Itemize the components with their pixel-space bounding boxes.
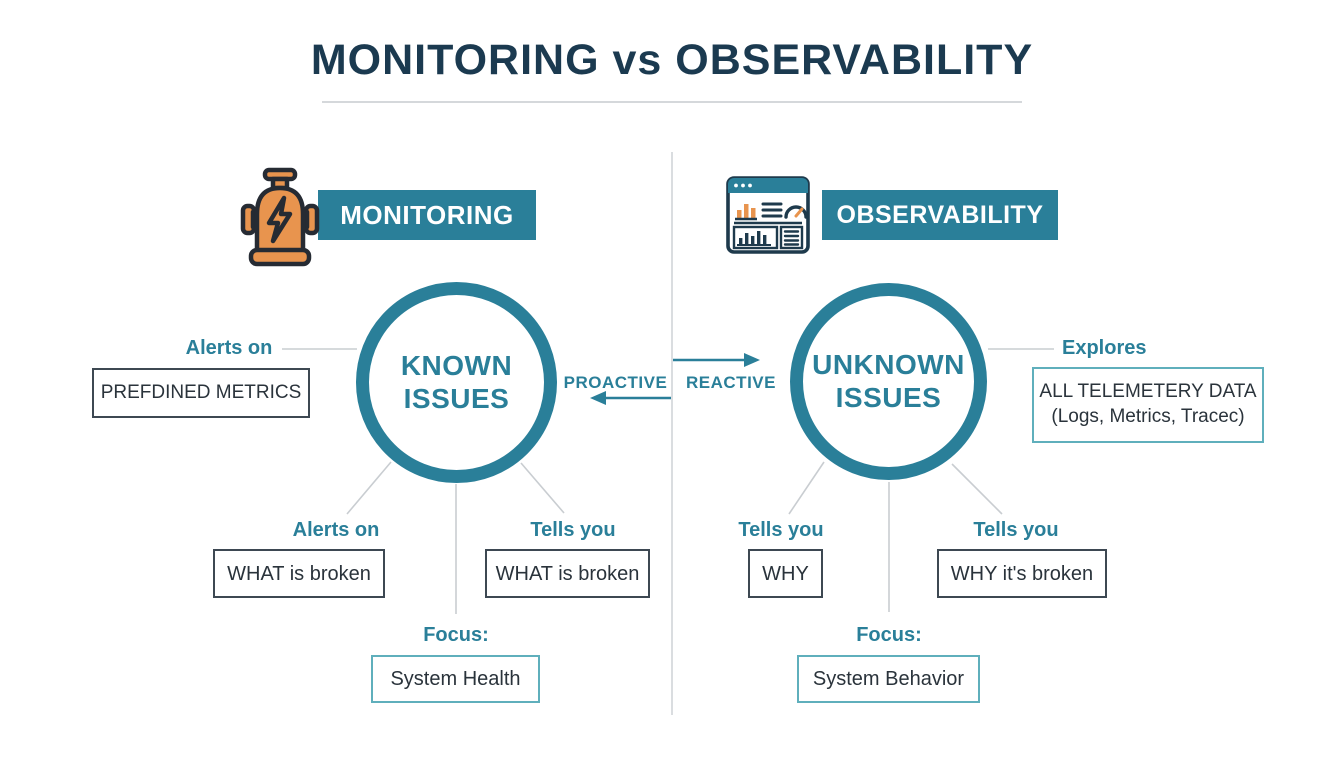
telemetry-data-box: ALL TELEMETERY DATA (Logs, Metrics, Trac… — [1032, 367, 1264, 443]
known-issues-circle: KNOWN ISSUES — [356, 282, 557, 483]
proactive-label: PROACTIVE — [563, 373, 668, 392]
why-its-broken-text: WHY it's broken — [950, 562, 1094, 585]
unknown-issues-line1: UNKNOWN — [812, 349, 965, 381]
why-text: WHY — [762, 562, 809, 585]
system-behavior-text: System Behavior — [812, 668, 965, 690]
monitoring-header-label: MONITORING — [340, 199, 514, 230]
observability-header-label: OBSERVABILITY — [836, 200, 1044, 229]
focus-right-label: Focus: — [856, 624, 922, 646]
what-is-broken-box-1: WHAT is broken — [213, 549, 385, 598]
tells-you-left-label: Tells you — [530, 519, 616, 541]
system-behavior-box: System Behavior — [797, 655, 980, 703]
unknown-issues-line2: ISSUES — [835, 381, 942, 413]
predefined-metrics-text: PREFDINED METRICS — [100, 381, 302, 403]
known-issues-line1: KNOWN — [400, 350, 513, 382]
machine-lightning-icon — [240, 167, 320, 267]
system-health-box: System Health — [371, 655, 540, 703]
monitoring-header: MONITORING — [318, 190, 536, 240]
title-underline — [322, 101, 1022, 103]
tells-you-right-2-label: Tells you — [973, 519, 1059, 541]
telemetry-data-line1: ALL TELEMETERY DATA — [1039, 381, 1257, 403]
page-title: MONITORING vs OBSERVABILITY — [310, 36, 1034, 84]
explores-label: Explores — [1062, 337, 1147, 359]
system-health-text: System Health — [390, 668, 521, 690]
what-is-broken-text-2: WHAT is broken — [495, 562, 640, 585]
observability-header: OBSERVABILITY — [822, 190, 1058, 240]
alerts-on-bottom-label: Alerts on — [292, 519, 380, 541]
why-its-broken-box: WHY it's broken — [937, 549, 1107, 598]
predefined-metrics-box: PREFDINED METRICS — [92, 368, 310, 418]
tells-you-right-1-label: Tells you — [738, 519, 824, 541]
why-box: WHY — [748, 549, 823, 598]
unknown-issues-circle: UNKNOWN ISSUES — [790, 283, 987, 480]
focus-left-label: Focus: — [423, 624, 489, 646]
known-issues-line2: ISSUES — [403, 382, 510, 414]
dashboard-icon — [726, 176, 810, 254]
telemetry-data-line2: (Logs, Metrics, Tracec) — [1051, 406, 1245, 427]
center-divider — [671, 152, 673, 715]
what-is-broken-text-1: WHAT is broken — [227, 562, 371, 585]
what-is-broken-box-2: WHAT is broken — [485, 549, 650, 598]
reactive-label: REACTIVE — [686, 373, 776, 392]
alerts-on-top-label: Alerts on — [185, 337, 273, 359]
